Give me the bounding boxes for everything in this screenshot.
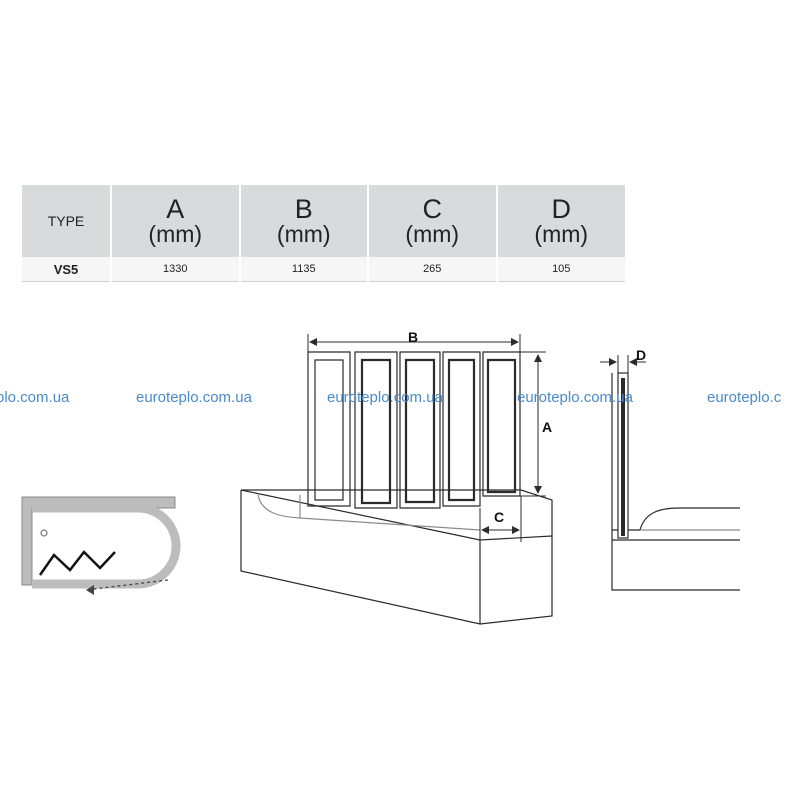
plan-fold-arrow: [85, 579, 169, 591]
watermark-text: euroteplo.com.ua: [517, 389, 633, 406]
watermark-text: plo.com.ua: [0, 389, 70, 406]
label-b: B: [408, 329, 418, 345]
watermark-text: euroteplo.c: [707, 389, 782, 406]
row-type-cell: VS5: [22, 257, 112, 282]
type-header: TYPE: [22, 185, 112, 257]
header-a-unit: (mm): [148, 221, 203, 247]
header-b: B(mm): [239, 185, 369, 257]
label-a: A: [542, 419, 552, 435]
value-a-cell: 1330: [111, 257, 241, 282]
plan-fold-arrowhead: [86, 585, 94, 595]
header-b-letter: B: [294, 194, 313, 224]
header-c-letter: C: [422, 194, 443, 224]
header-d-letter: D: [551, 194, 572, 224]
value-b-cell: 1135: [239, 257, 369, 282]
plan-view: [21, 496, 181, 595]
watermark-text: euroteplo.com.ua: [136, 389, 252, 406]
plan-folded-panels: [38, 550, 116, 576]
plan-bath-outline: [32, 503, 181, 589]
table-row: VS5 1330 1135 265 105: [22, 257, 625, 282]
front-view: [240, 334, 553, 625]
screen-panels: [307, 351, 521, 509]
spec-table: TYPE A(mm) B(mm) C(mm) D(mm) VS5 1330 11…: [22, 185, 625, 282]
header-a-letter: A: [166, 194, 185, 224]
plan-drain: [40, 529, 48, 537]
header-d: D(mm): [496, 185, 625, 257]
side-view: [600, 355, 740, 591]
label-c: C: [494, 509, 504, 525]
header-a: A(mm): [111, 185, 241, 257]
header-c: C(mm): [368, 185, 498, 257]
value-c-cell: 265: [368, 257, 498, 282]
header-b-unit: (mm): [276, 221, 331, 247]
label-d: D: [636, 347, 646, 363]
watermark-text: euroteplo.com.ua: [327, 389, 443, 406]
header-d-unit: (mm): [534, 221, 589, 247]
watermark-strip: plo.com.ua euroteplo.com.ua euroteplo.co…: [0, 389, 800, 409]
table-header-row: TYPE A(mm) B(mm) C(mm) D(mm): [22, 185, 625, 257]
header-c-unit: (mm): [405, 221, 460, 247]
side-panel-glass: [621, 378, 625, 536]
value-d-cell: 105: [496, 257, 625, 282]
